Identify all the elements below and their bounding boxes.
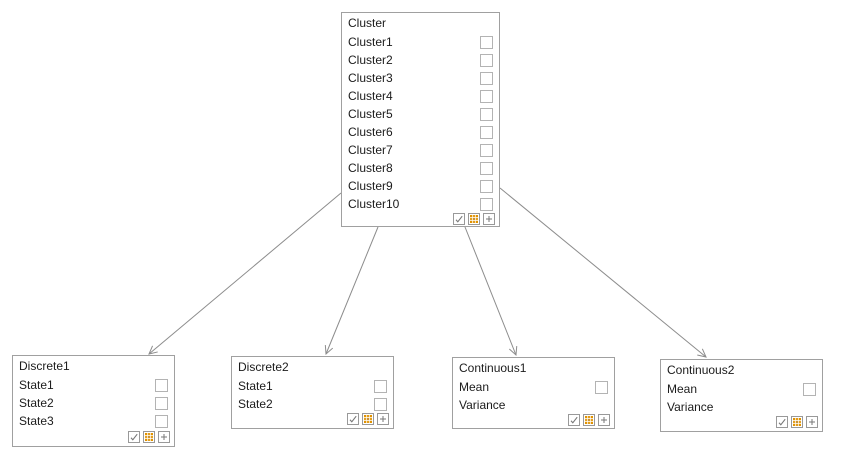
edge-cluster-to-discrete1[interactable] <box>148 192 342 355</box>
state-row: Cluster4 <box>342 87 499 105</box>
state-row: State3 <box>13 412 174 430</box>
state-row: Cluster1 <box>342 33 499 51</box>
state-row: State2 <box>232 395 393 413</box>
state-label: State2 <box>19 396 54 410</box>
state-label: Cluster4 <box>348 89 393 103</box>
state-row: Cluster10 <box>342 195 499 213</box>
state-row: Variance <box>661 398 822 416</box>
state-checkbox[interactable] <box>155 378 168 392</box>
state-checkbox[interactable] <box>374 397 387 411</box>
state-row: State1 <box>13 376 174 394</box>
state-checkbox[interactable] <box>480 89 493 103</box>
plus-icon[interactable] <box>806 416 818 428</box>
state-row: State2 <box>13 394 174 412</box>
state-checkbox[interactable] <box>595 380 608 394</box>
state-row: Variance <box>453 396 614 414</box>
state-label: Cluster7 <box>348 143 393 157</box>
state-label: Cluster9 <box>348 179 393 193</box>
node-title: Continuous1 <box>459 361 527 375</box>
check-icon[interactable] <box>347 413 359 425</box>
plus-icon[interactable] <box>158 431 170 443</box>
state-checkbox[interactable] <box>480 197 493 211</box>
plus-icon[interactable] <box>377 413 389 425</box>
state-row: Cluster3 <box>342 69 499 87</box>
state-label: Variance <box>667 400 714 414</box>
state-label: Variance <box>459 398 506 412</box>
plus-icon[interactable] <box>483 213 495 225</box>
state-row: Cluster2 <box>342 51 499 69</box>
state-checkbox[interactable] <box>155 414 168 428</box>
state-row: Cluster9 <box>342 177 499 195</box>
check-icon[interactable] <box>568 414 580 426</box>
state-checkbox[interactable] <box>480 143 493 157</box>
check-icon[interactable] <box>776 416 788 428</box>
state-checkbox[interactable] <box>374 379 387 393</box>
node-title: Discrete1 <box>19 359 70 373</box>
node-toolbar <box>342 213 499 226</box>
state-label: Cluster6 <box>348 125 393 139</box>
state-row: Cluster5 <box>342 105 499 123</box>
state-label: State1 <box>238 379 273 393</box>
edge-cluster-to-continuous1[interactable] <box>464 226 518 357</box>
edge-cluster-to-continuous2[interactable] <box>499 187 707 358</box>
state-checkbox[interactable] <box>480 179 493 193</box>
state-checkbox[interactable] <box>480 107 493 121</box>
state-checkbox[interactable] <box>155 396 168 410</box>
state-label: State3 <box>19 414 54 428</box>
edge-cluster-to-discrete2[interactable] <box>324 226 379 356</box>
state-checkbox[interactable] <box>480 35 493 49</box>
node-title: Continuous2 <box>667 363 735 377</box>
state-row: Cluster7 <box>342 141 499 159</box>
table-icon[interactable] <box>468 213 480 225</box>
table-icon[interactable] <box>362 413 374 425</box>
check-icon[interactable] <box>453 213 465 225</box>
state-label: State1 <box>19 378 54 392</box>
table-icon[interactable] <box>583 414 595 426</box>
state-checkbox[interactable] <box>480 71 493 85</box>
node-title: Cluster <box>348 16 387 30</box>
table-icon[interactable] <box>791 416 803 428</box>
table-icon[interactable] <box>143 431 155 443</box>
check-icon[interactable] <box>128 431 140 443</box>
state-label: Cluster10 <box>348 197 400 211</box>
state-checkbox[interactable] <box>803 382 816 396</box>
node-title: Discrete2 <box>238 360 289 374</box>
state-checkbox[interactable] <box>480 53 493 67</box>
state-row: Cluster8 <box>342 159 499 177</box>
state-label: Mean <box>667 382 698 396</box>
state-row: Cluster6 <box>342 123 499 141</box>
state-label: Mean <box>459 380 490 394</box>
plus-icon[interactable] <box>598 414 610 426</box>
state-label: Cluster3 <box>348 71 393 85</box>
state-label: State2 <box>238 397 273 411</box>
state-label: Cluster8 <box>348 161 393 175</box>
state-label: Cluster5 <box>348 107 393 121</box>
state-row: Mean <box>453 378 614 396</box>
node-toolbar <box>453 414 614 428</box>
state-checkbox[interactable] <box>480 125 493 139</box>
state-row: Mean <box>661 380 822 398</box>
state-label: Cluster1 <box>348 35 393 49</box>
state-label: Cluster2 <box>348 53 393 67</box>
node-toolbar <box>232 413 393 428</box>
node-toolbar <box>661 416 822 431</box>
state-row: State1 <box>232 377 393 395</box>
node-toolbar <box>13 431 174 446</box>
state-checkbox[interactable] <box>480 161 493 175</box>
